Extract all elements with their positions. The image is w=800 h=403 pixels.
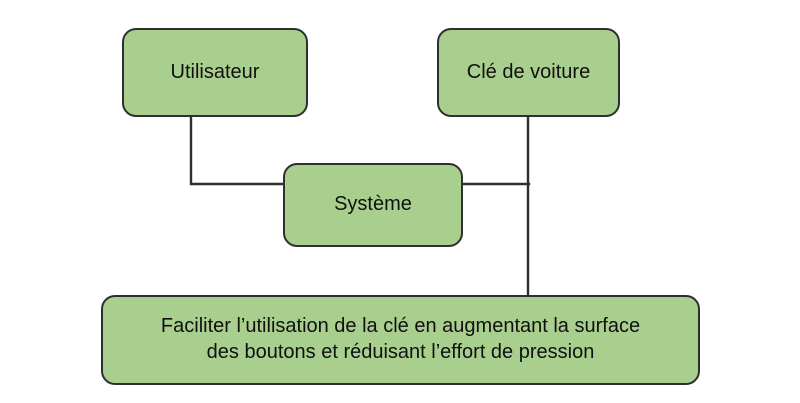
node-objectif[interactable]: Faciliter l’utilisation de la clé en aug…	[101, 295, 700, 385]
node-systeme[interactable]: Système	[283, 163, 463, 247]
node-objectif-label: Faciliter l’utilisation de la clé en aug…	[160, 315, 641, 363]
node-utilisateur-label: Utilisateur	[170, 60, 260, 83]
node-utilisateur[interactable]: Utilisateur	[122, 28, 308, 117]
connector-utilisateur-to-systeme	[189, 115, 285, 186]
node-cle-de-voiture-label: Clé de voiture	[466, 60, 591, 83]
node-cle-de-voiture[interactable]: Clé de voiture	[437, 28, 620, 117]
node-systeme-label: Système	[334, 193, 412, 216]
